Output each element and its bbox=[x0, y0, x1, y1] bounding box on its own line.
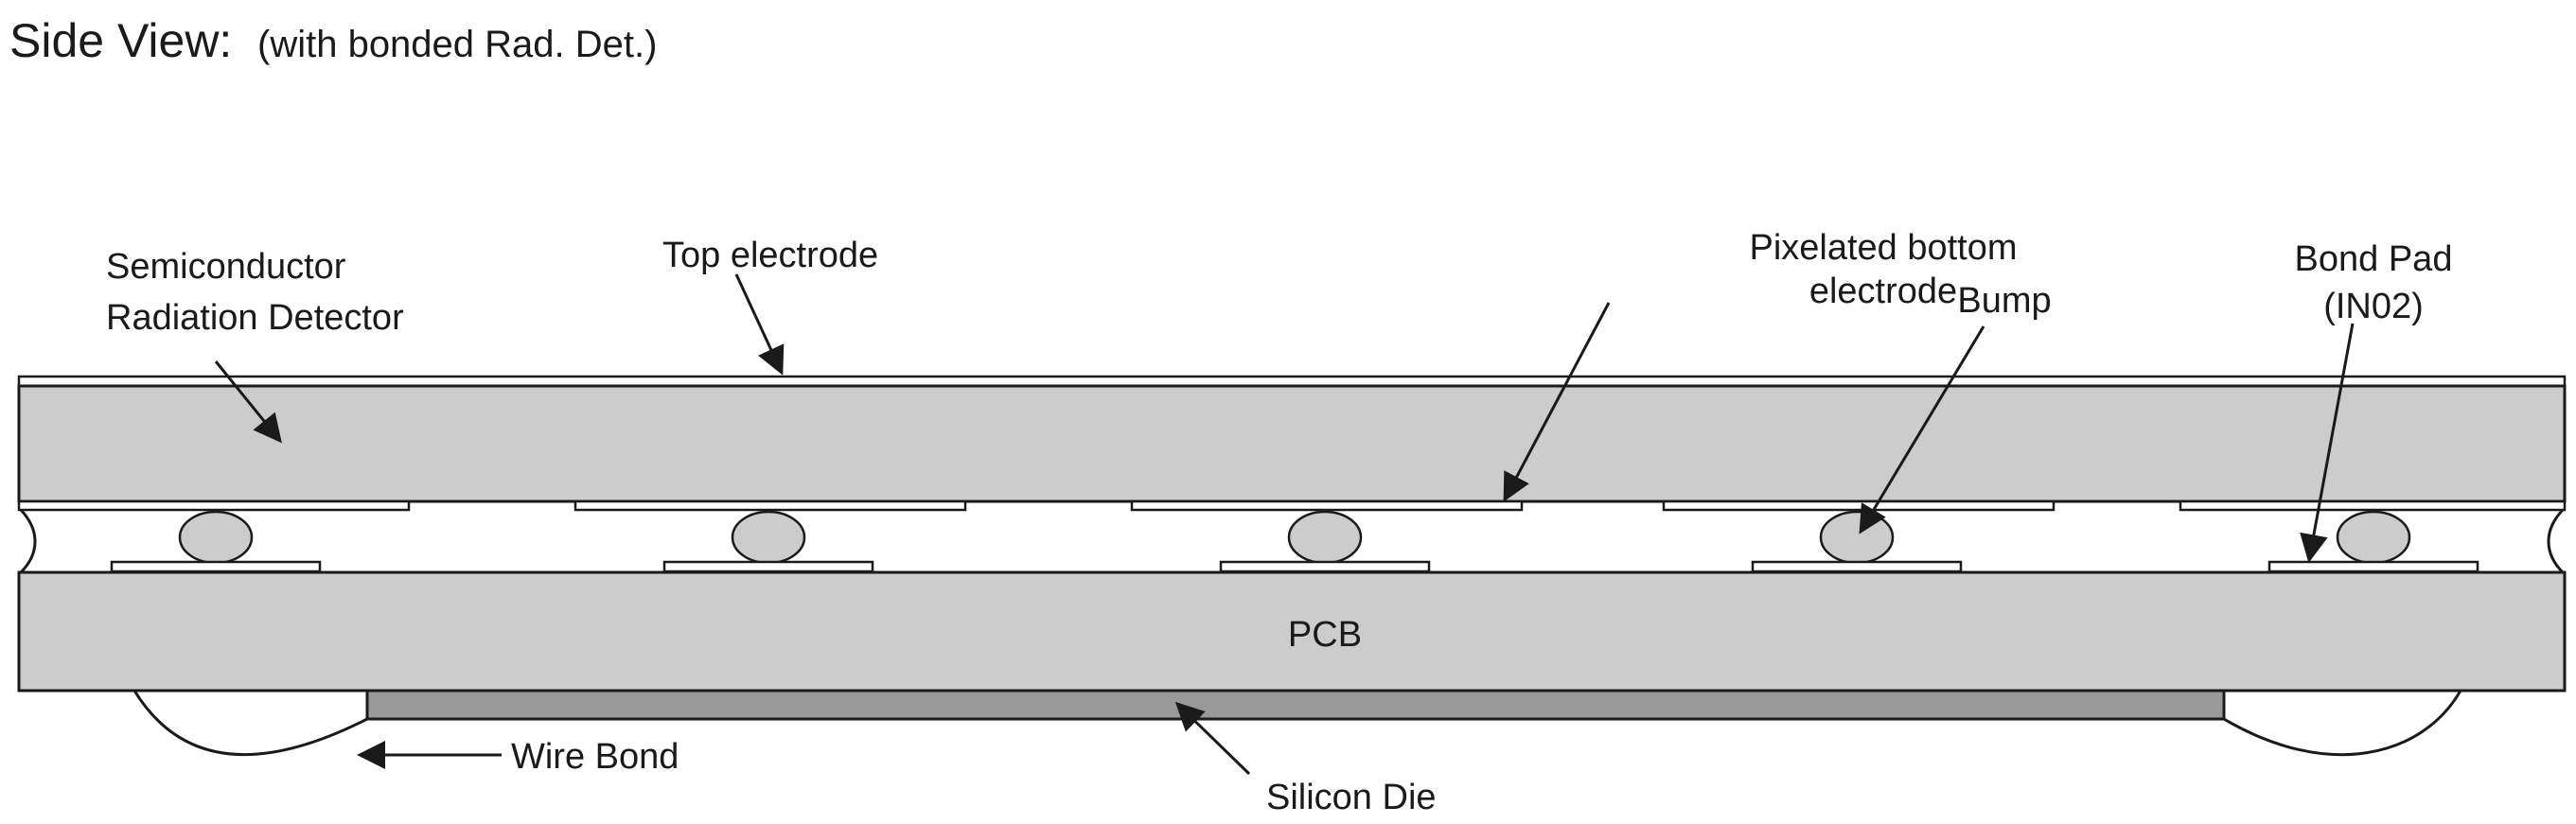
label-bump: Bump bbox=[1957, 281, 2051, 321]
pcb-layer bbox=[17, 570, 2567, 693]
label-pcb: PCB bbox=[1288, 615, 1362, 655]
bump bbox=[178, 510, 254, 565]
bond-pad bbox=[1219, 560, 1431, 573]
pixel-electrode bbox=[17, 500, 411, 512]
bump bbox=[2336, 510, 2411, 565]
bump bbox=[731, 510, 806, 565]
arrow-detector bbox=[214, 360, 282, 444]
arrow-silicon-die bbox=[1174, 701, 1251, 776]
wire-bond-left bbox=[132, 690, 368, 757]
label-top-electrode: Top electrode bbox=[662, 236, 878, 275]
bump bbox=[1287, 510, 1363, 565]
pixel-electrode bbox=[1130, 500, 1524, 512]
detector-layer bbox=[17, 384, 2567, 503]
left-edge-curve bbox=[19, 508, 37, 574]
arrow-bond-pad bbox=[2300, 323, 2355, 563]
arrow-pixel-electrode bbox=[1503, 302, 1611, 502]
arrow-top-electrode bbox=[734, 273, 785, 376]
label-pixel-electrode-line1: Pixelated bottom bbox=[1749, 228, 2017, 268]
title-main: Side View: bbox=[9, 14, 232, 67]
bumps bbox=[178, 510, 2411, 565]
label-detector-line1: Semiconductor bbox=[106, 247, 346, 287]
bond-pad bbox=[662, 560, 874, 573]
label-wire-bond: Wire Bond bbox=[511, 737, 679, 777]
pixel-electrode bbox=[1662, 500, 2056, 512]
bond-pad bbox=[2267, 560, 2479, 573]
arrow-bump bbox=[1859, 325, 1985, 535]
bond-pads bbox=[110, 560, 2479, 573]
pixel-electrode bbox=[573, 500, 967, 512]
label-bond-pad-line1: Bond Pad bbox=[2295, 239, 2453, 279]
bond-pad bbox=[1751, 560, 1963, 573]
right-edge-curve bbox=[2547, 508, 2565, 574]
label-bond-pad-line2: (IN02) bbox=[2323, 287, 2424, 326]
label-detector-line2: Radiation Detector bbox=[106, 298, 404, 338]
pixel-electrode bbox=[2179, 500, 2567, 512]
title-sub: (with bonded Rad. Det.) bbox=[257, 24, 657, 65]
silicon-die bbox=[365, 689, 2226, 721]
label-pixel-electrode-line2: electrode bbox=[1809, 272, 1957, 311]
bond-pad bbox=[110, 560, 322, 573]
label-silicon-die: Silicon Die bbox=[1266, 778, 1437, 817]
pixel-electrodes bbox=[17, 500, 2567, 512]
wire-bond-right bbox=[2223, 690, 2462, 757]
bump bbox=[1819, 510, 1895, 565]
